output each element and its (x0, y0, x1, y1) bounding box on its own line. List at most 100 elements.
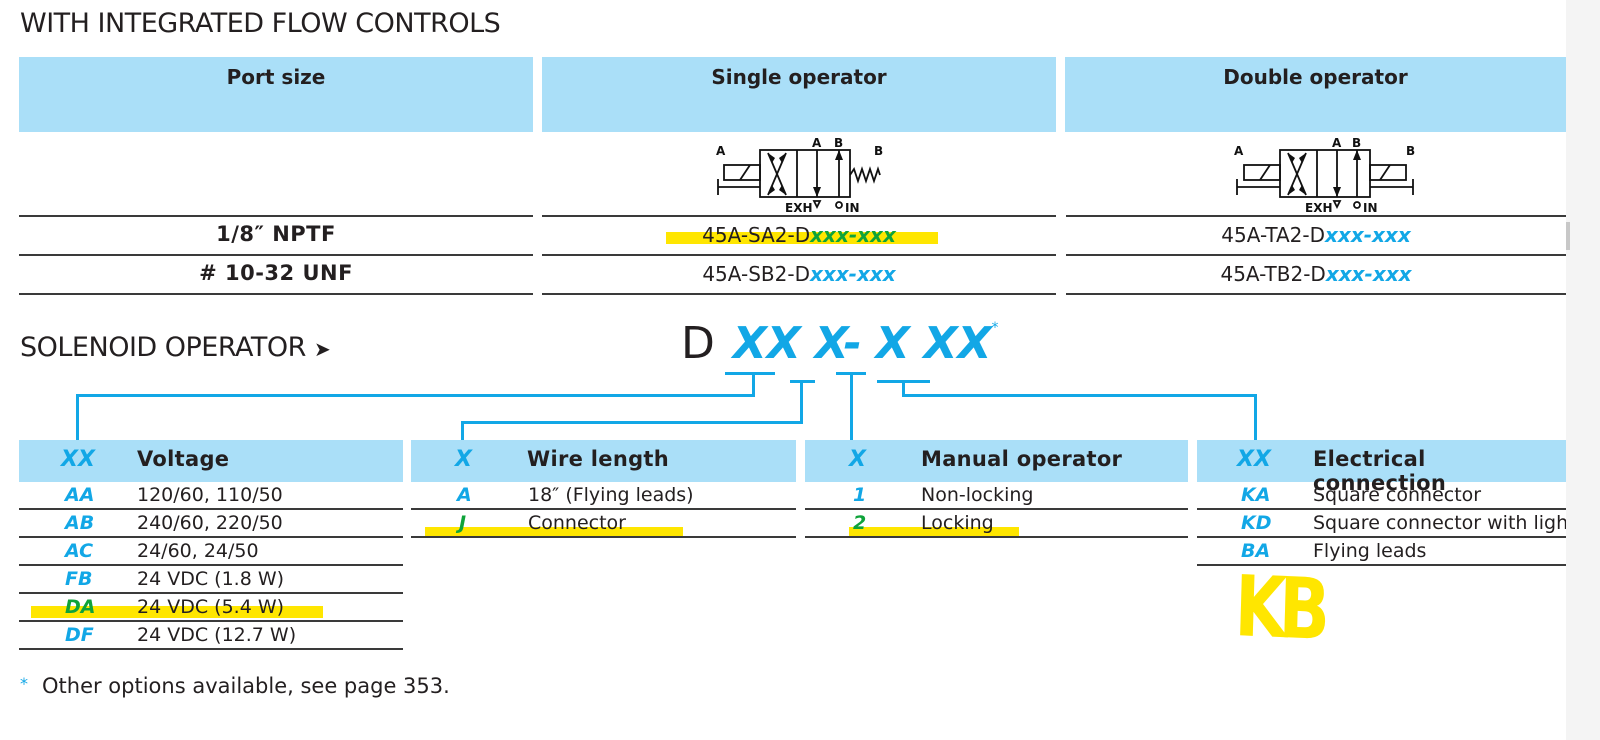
row-divider (542, 215, 1056, 217)
port-b-label: B (1406, 144, 1415, 158)
row-divider (19, 254, 533, 256)
exh-label: EXH (1305, 201, 1333, 215)
part-number-suffix: xxx-xxx (810, 223, 896, 247)
option-code: AA (65, 484, 95, 506)
row-divider (1066, 215, 1566, 217)
row-divider (542, 293, 1056, 295)
handwritten-annotation: KB (1233, 557, 1324, 659)
code-asterisk: * (991, 320, 999, 336)
single-operator-part-number: 45A-SB2-Dxxx-xxx (542, 262, 1056, 286)
order-code: D XX X- X XX* (681, 318, 999, 369)
electrical-connection-row: KD Square connector with light (1197, 510, 1576, 538)
header-double-operator: Double operator (1065, 57, 1566, 132)
part-number-suffix: xxx-xxx (809, 262, 896, 286)
scrollbar-thumb[interactable] (1566, 222, 1570, 250)
code-wire-length: X (814, 318, 844, 369)
arrow-icon: ➤ (314, 337, 331, 361)
option-code: 1 (853, 484, 867, 506)
option-desc: 24 VDC (1.8 W) (137, 568, 285, 590)
option-desc: 18″ (Flying leads) (528, 484, 694, 506)
option-desc: Connector (528, 512, 626, 534)
code-manual-operator: X (875, 318, 910, 369)
port-size-cell: # 10-32 UNF (199, 261, 353, 285)
electrical-connection-title: Electrical connection (1313, 447, 1447, 495)
electrical-connection-table-header: XX Electrical connection (1197, 440, 1566, 495)
highlight-mark (425, 527, 683, 538)
electrical-connection-row: KA Square connector (1197, 482, 1566, 510)
connector-line (1254, 394, 1257, 440)
code-electrical-connection: XX (923, 318, 992, 369)
row-divider (542, 254, 1056, 256)
voltage-table-header: XX Voltage (19, 440, 403, 482)
highlight-mark (666, 232, 938, 244)
double-operator-part-number: 45A-TB2-Dxxx-xxx (1066, 262, 1566, 286)
row-divider (1066, 254, 1566, 256)
in-label: IN (1363, 201, 1378, 215)
part-number-prefix: 45A-SB2-D (702, 262, 810, 286)
connector-line (850, 372, 853, 440)
footnote-marker: * (20, 674, 28, 693)
electrical-connection-row: BA Flying leads (1197, 538, 1566, 566)
section-title: WITH INTEGRATED FLOW CONTROLS (20, 8, 501, 39)
code-prefix: D (681, 318, 715, 369)
connector-line (461, 421, 464, 440)
voltage-key-header: XX (61, 447, 95, 472)
header-single-operator: Single operator (542, 57, 1056, 132)
wire-length-key-header: X (455, 447, 472, 472)
option-desc: 24/60, 24/50 (137, 540, 259, 562)
in-label: IN (845, 201, 860, 215)
wire-length-table-header: X Wire length (411, 440, 796, 482)
connector-line (76, 394, 79, 440)
option-desc: 24 VDC (5.4 W) (137, 596, 285, 618)
vertical-scrollbar[interactable] (1566, 0, 1600, 740)
connector-line (752, 372, 755, 397)
port-a-top-label: A (812, 136, 822, 150)
wire-length-title: Wire length (527, 447, 669, 471)
part-number-prefix: 45A-SA2-D (702, 223, 811, 247)
option-code: BA (1241, 540, 1271, 562)
part-number-prefix: 45A-TA2-D (1221, 223, 1326, 247)
option-desc: Square connector with light (1313, 512, 1576, 534)
option-desc: Locking (921, 512, 994, 534)
part-number-suffix: xxx-xxx (1325, 262, 1412, 286)
highlight-mark (31, 606, 323, 618)
option-code: KD (1241, 512, 1272, 534)
manual-operator-row-highlighted: 2 Locking (805, 510, 1188, 538)
exh-label: EXH (785, 201, 813, 215)
voltage-title: Voltage (137, 447, 230, 471)
code-voltage: XX (732, 318, 801, 369)
electrical-connection-key-header: XX (1237, 447, 1271, 472)
footnote-text: Other options available, see page 353. (42, 674, 450, 698)
solenoid-title-text: SOLENOID OPERATOR (20, 332, 306, 363)
option-desc: Flying leads (1313, 540, 1427, 562)
header-port-size: Port size (19, 57, 533, 132)
connector-line (76, 394, 755, 397)
double-operator-part-number: 45A-TA2-Dxxx-xxx (1066, 223, 1566, 247)
connector-line (902, 380, 905, 397)
header-double-operator-label: Double operator (1223, 65, 1408, 89)
footnote: * Other options available, see page 353. (20, 674, 450, 698)
option-desc: 24 VDC (12.7 W) (137, 624, 297, 646)
connector-line (725, 372, 775, 375)
header-port-size-label: Port size (226, 65, 326, 89)
solenoid-operator-title: SOLENOID OPERATOR ➤ (20, 332, 331, 363)
option-code: 2 (853, 512, 867, 534)
option-desc: Square connector (1313, 484, 1482, 506)
port-a-label: A (716, 144, 726, 158)
option-code: AB (65, 512, 95, 534)
port-b-label: B (874, 144, 883, 158)
port-a-top-label: A (1332, 136, 1342, 150)
connector-line (461, 421, 803, 424)
option-code: KA (1241, 484, 1271, 506)
manual-operator-key-header: X (849, 447, 866, 472)
single-operator-valve-symbol: A A B B EXH IN (716, 136, 883, 215)
option-code: J (459, 512, 467, 534)
single-operator-part-number: 45A-SA2-Dxxx-xxx (542, 223, 1056, 247)
